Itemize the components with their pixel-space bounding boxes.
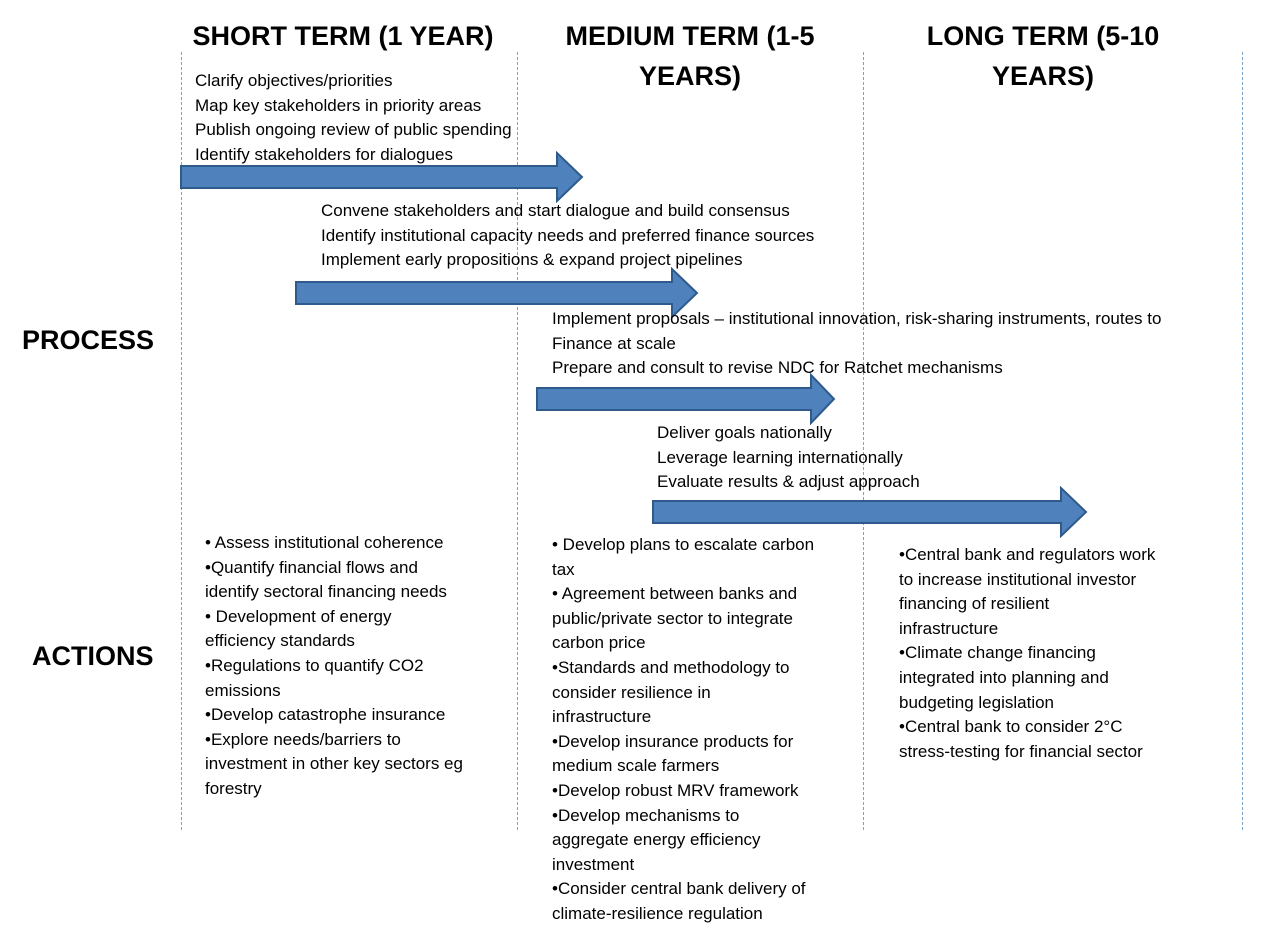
process-arrow-2 [295, 267, 699, 319]
process-step-1-text: Clarify objectives/priorities Map key st… [195, 69, 512, 167]
column-divider [517, 52, 518, 830]
action-item: •Develop insurance products for medium s… [552, 731, 794, 776]
action-item: •Standards and methodology to consider r… [552, 657, 790, 727]
actions-short-term: • Assess institutional coherence •Quanti… [205, 531, 510, 802]
process-step-line: Finance at scale [552, 333, 676, 353]
header-long-term: LONG TERM (5-10 YEARS) [926, 21, 1160, 91]
action-item: •Develop robust MRV framework [552, 780, 799, 800]
column-divider [1242, 52, 1243, 830]
arrow-shape [536, 373, 836, 425]
process-step-3-text: Implement proposals – institutional inno… [552, 307, 1161, 381]
action-item: •Develop mechanisms to aggregate energy … [552, 805, 761, 874]
process-arrow-1 [180, 151, 584, 203]
column-divider [181, 52, 182, 830]
process-step-line: Convene stakeholders and start dialogue … [321, 201, 790, 220]
process-step-line: Evaluate results & adjust approach [657, 472, 920, 492]
arrow-shape [295, 267, 699, 319]
action-item: •Explore needs/barriers to investment in… [205, 729, 463, 798]
action-item: •Develop catastrophe insurance [205, 705, 446, 725]
process-step-line: Deliver goals nationally [657, 423, 832, 442]
process-step-line: Map key stakeholders in priority areas [195, 95, 482, 115]
row-label-actions: ACTIONS [32, 641, 154, 671]
action-item: •Climate change financing integrated int… [899, 643, 1109, 712]
action-item: • Development of energy efficiency stand… [205, 606, 392, 651]
process-step-2-text: Convene stakeholders and start dialogue … [321, 199, 814, 273]
arrow-shape [652, 486, 1088, 538]
header-short-term: SHORT TERM (1 YEAR) [192, 21, 494, 51]
arrow-shape [180, 151, 584, 203]
process-step-line: Implement proposals – institutional inno… [552, 309, 1162, 328]
process-step-line: Publish ongoing review of public spendin… [195, 120, 512, 140]
actions-long-term: •Central bank and regulators work to inc… [899, 543, 1234, 764]
action-item: • Develop plans to escalate carbon tax [552, 535, 815, 579]
process-step-line: Leverage learning internationally [657, 447, 903, 467]
header-medium-term: MEDIUM TERM (1-5 YEARS) [565, 21, 815, 91]
process-step-line: Identify institutional capacity needs an… [321, 225, 815, 245]
process-step-line: Identify stakeholders for dialogues [195, 144, 453, 164]
process-arrow-4 [652, 486, 1088, 538]
actions-medium-term: • Develop plans to escalate carbon tax •… [552, 533, 857, 927]
row-label-process: PROCESS [22, 325, 155, 355]
column-divider [863, 52, 864, 830]
action-item: •Regulations to quantify CO2 emissions [205, 655, 424, 700]
action-item: •Central bank to consider 2°C stress-tes… [899, 717, 1143, 761]
process-step-4-text: Deliver goals nationally Leverage learni… [657, 421, 920, 495]
action-item: • Agreement between banks and public/pri… [552, 584, 798, 653]
action-item: •Quantify financial flows and identify s… [205, 557, 447, 602]
action-item: •Consider central bank delivery of clima… [552, 879, 806, 923]
action-item: • Assess institutional coherence [205, 533, 444, 552]
action-item: •Central bank and regulators work to inc… [899, 545, 1156, 638]
process-step-line: Implement early propositions & expand pr… [321, 250, 743, 270]
process-step-line: Clarify objectives/priorities [195, 71, 393, 90]
process-step-line: Prepare and consult to revise NDC for Ra… [552, 358, 1003, 378]
process-arrow-3 [536, 373, 836, 425]
